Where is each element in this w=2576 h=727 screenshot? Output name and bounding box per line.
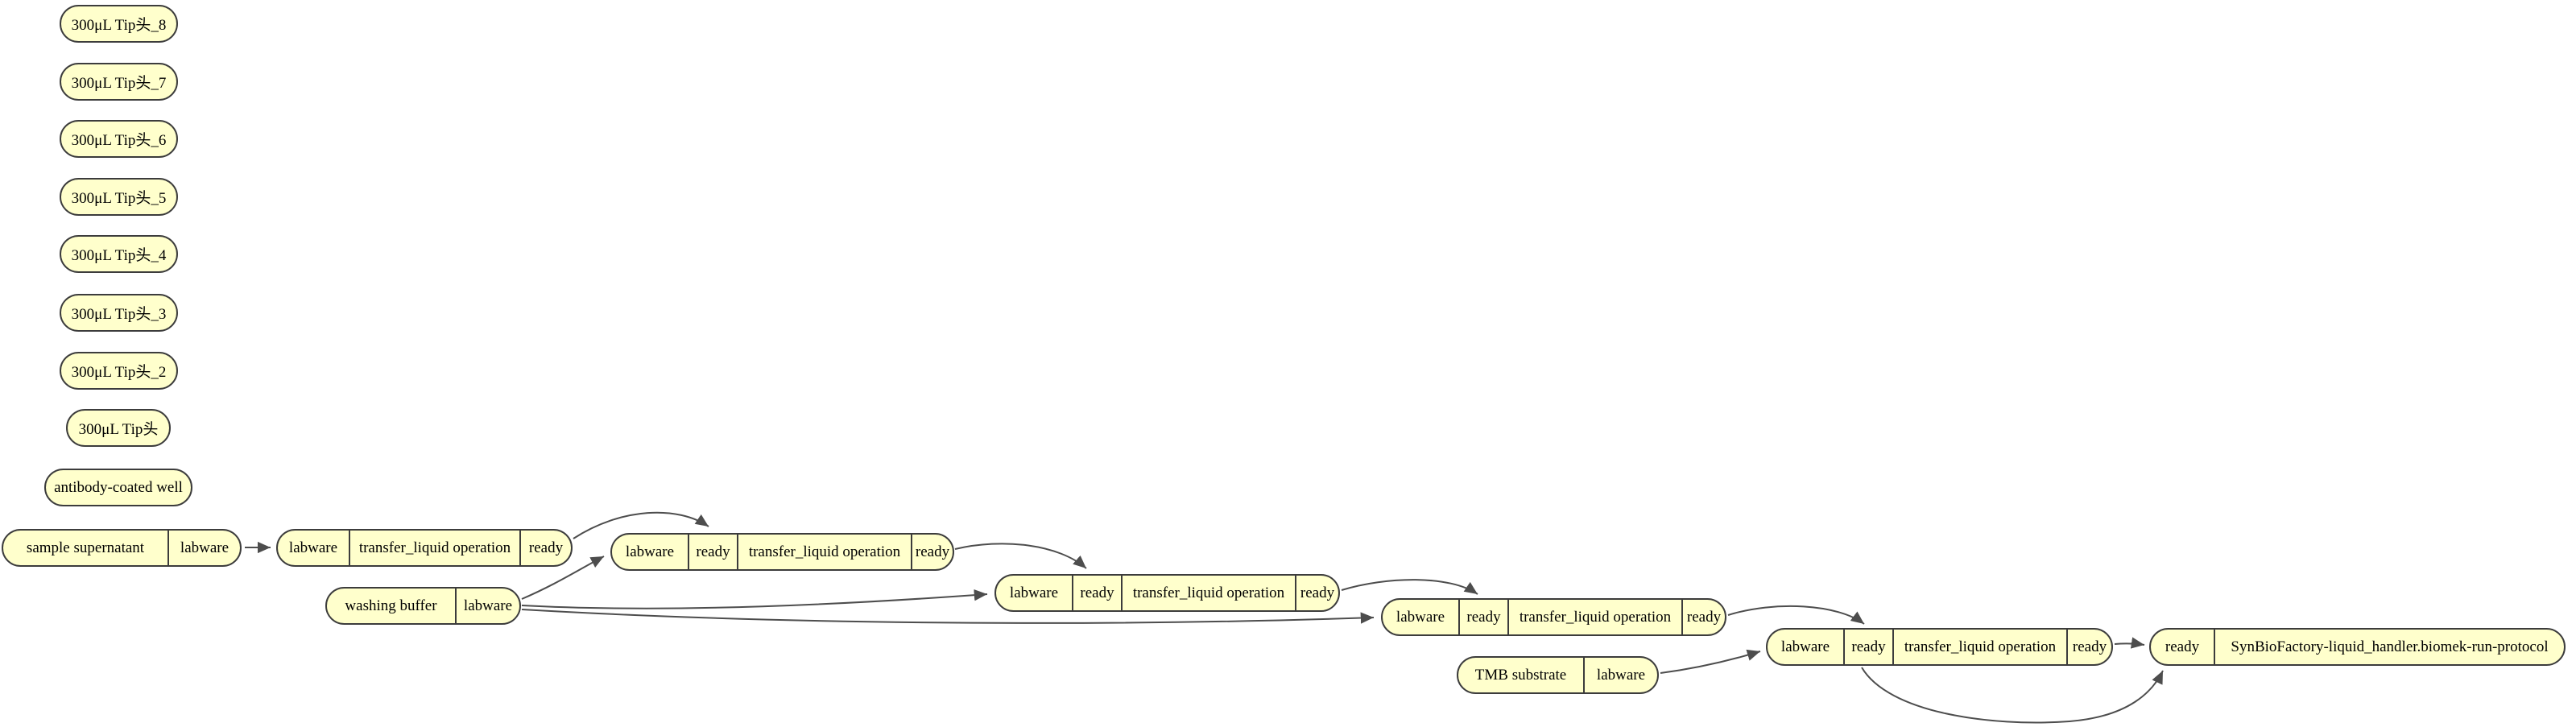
edge-9-op5-to-final bbox=[2114, 637, 2145, 649]
node-tip3: 300μL Tip头_3 bbox=[60, 294, 178, 332]
node-op3-cell-3: ready bbox=[1295, 576, 1338, 610]
node-tip4: 300μL Tip头_4 bbox=[60, 235, 178, 273]
node-op4-cell-0: labware bbox=[1396, 608, 1445, 626]
node-tmb-cell-0: TMB substrate bbox=[1474, 666, 1567, 684]
node-wash-cell-0: washing buffer bbox=[345, 597, 437, 614]
node-wash-cell-1: labware bbox=[455, 589, 519, 623]
node-tip6-cell-0: 300μL Tip头_6 bbox=[71, 132, 167, 149]
node-wash: washing buffer labware bbox=[325, 587, 521, 625]
node-op1-cell-0: labware bbox=[288, 539, 338, 556]
node-op3-cell-0: labware bbox=[1009, 584, 1059, 601]
edge-10-op5-to-final bbox=[1861, 667, 2164, 724]
node-op2-cell-1: ready bbox=[688, 535, 737, 569]
node-tip5-cell-0: 300μL Tip头_5 bbox=[71, 190, 167, 207]
node-op4-cell-2: transfer_liquid operation bbox=[1507, 600, 1681, 634]
node-op3-cell-2: transfer_liquid operation bbox=[1121, 576, 1295, 610]
node-tip8: 300μL Tip头_8 bbox=[60, 5, 178, 43]
node-tip2: 300μL Tip头_2 bbox=[60, 352, 178, 390]
node-tip3-cell-0: 300μL Tip头_3 bbox=[71, 306, 167, 323]
edge-5-op2-to-op3 bbox=[954, 543, 1087, 569]
node-tip2-cell-0: 300μL Tip头_2 bbox=[71, 364, 167, 381]
node-final-cell-1: SynBioFactory-liquid_handler.biomek-run-… bbox=[2214, 630, 2564, 664]
node-sample: sample supernatant labware bbox=[2, 529, 242, 567]
node-op5-cell-0: labware bbox=[1780, 638, 1830, 655]
node-tip5: 300μL Tip头_5 bbox=[60, 178, 178, 216]
node-tip7: 300μL Tip头_7 bbox=[60, 63, 178, 101]
node-tip1-cell-0: 300μL Tip头 bbox=[78, 421, 159, 438]
node-op3-cell-1: ready bbox=[1072, 576, 1121, 610]
node-antibody-cell-0: antibody-coated well bbox=[54, 478, 183, 496]
node-antibody: antibody-coated well bbox=[44, 469, 192, 506]
node-op2-cell-0: labware bbox=[625, 543, 675, 560]
node-sample-cell-0: sample supernatant bbox=[26, 539, 145, 556]
node-op4-cell-1: ready bbox=[1458, 600, 1507, 634]
node-op5-cell-3: ready bbox=[2066, 630, 2111, 664]
edge-7-op4-to-op5 bbox=[1727, 605, 1865, 625]
node-op4-cell-3: ready bbox=[1681, 600, 1725, 634]
edge-3-wash-to-op3 bbox=[521, 589, 988, 609]
edge-8-tmb-to-op5 bbox=[1660, 649, 1761, 674]
node-final: ready SynBioFactory-liquid_handler.biomek… bbox=[2149, 628, 2566, 666]
node-sample-cell-1: labware bbox=[167, 531, 240, 565]
node-final-cell-0: ready bbox=[2165, 638, 2200, 655]
edge-6-op3-to-op4 bbox=[1341, 579, 1478, 595]
node-tip1: 300μL Tip头 bbox=[66, 409, 171, 447]
node-tmb-cell-1: labware bbox=[1583, 658, 1657, 692]
node-op5-cell-1: ready bbox=[1843, 630, 1892, 664]
node-op1-cell-2: ready bbox=[519, 531, 571, 565]
node-tip4-cell-0: 300μL Tip头_4 bbox=[71, 247, 167, 264]
node-tmb: TMB substrate labware bbox=[1457, 656, 1659, 694]
node-tip7-cell-0: 300μL Tip头_7 bbox=[71, 75, 167, 92]
node-op5-cell-2: transfer_liquid operation bbox=[1892, 630, 2066, 664]
node-op2-cell-2: transfer_liquid operation bbox=[737, 535, 911, 569]
node-op2-cell-3: ready bbox=[911, 535, 953, 569]
node-tip8-cell-0: 300μL Tip头_8 bbox=[71, 17, 167, 34]
node-op1-cell-1: transfer_liquid operation bbox=[349, 531, 519, 565]
node-tip6: 300μL Tip头_6 bbox=[60, 120, 178, 158]
